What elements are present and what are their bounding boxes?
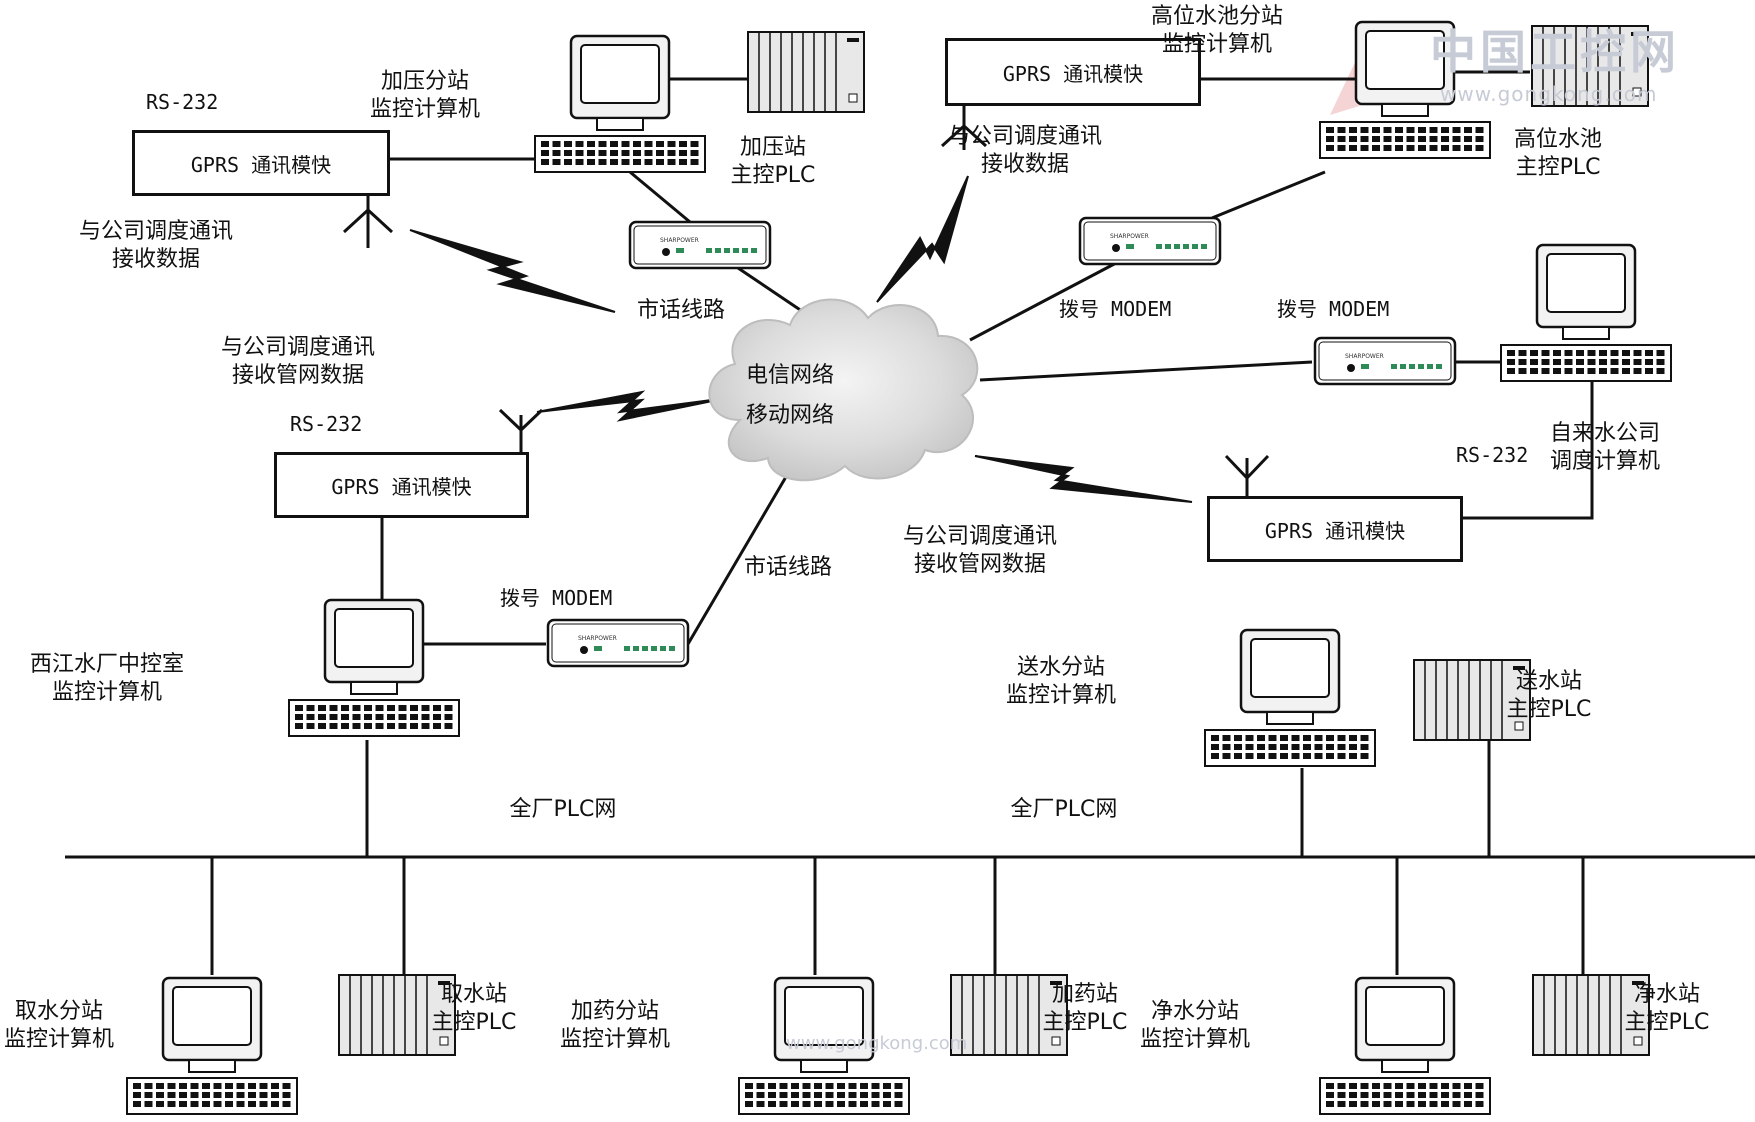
station-label-jiayao-pc: 加药分站监控计算机 [560, 999, 671, 1052]
station-label-jiaya-pc: 加压分站监控计算机 [370, 69, 481, 122]
connection-lines [65, 70, 1755, 975]
computer-xijiang-icon [288, 598, 460, 737]
lightning-icon [974, 455, 1193, 503]
station-label-songshui-pc: 送水分站监控计算机 [1006, 655, 1117, 708]
computer-qushui-icon [126, 976, 298, 1115]
gprs-module-mid-right: GPRS 通讯模快 [1207, 496, 1463, 562]
lightning-icon [876, 175, 969, 303]
svg-text:SHARPOWER: SHARPOWER [1345, 353, 1384, 360]
gprs-module-top-left: GPRS 通讯模快 [132, 130, 390, 196]
station-label-company: 自来水公司调度计算机 [1550, 421, 1661, 474]
gprs-note-top-right: 与公司调度通讯接收数据 [948, 124, 1103, 177]
cloud-label-telecom: 电信网络 [746, 363, 835, 388]
computer-gaowei-icon [1319, 20, 1491, 159]
rs232-label: RS-232 [146, 90, 219, 114]
station-label-gaowei-pc: 高位水池分站监控计算机 [1151, 4, 1284, 57]
modem-xijiang-icon: SHARPOWER [546, 618, 690, 668]
station-label-jiayao-plc: 加药站主控PLC [1042, 982, 1128, 1035]
station-label-qushui-plc: 取水站主控PLC [431, 982, 517, 1035]
antenna-icon [1224, 454, 1270, 497]
antennas [342, 104, 1270, 497]
watermark-brand: 中国工控网 [1430, 25, 1680, 79]
svg-text:SHARPOWER: SHARPOWER [660, 237, 699, 244]
gprs-note-mid-right: 与公司调度通讯接收管网数据 [903, 524, 1058, 577]
station-label-xijiang: 西江水厂中控室监控计算机 [30, 652, 185, 705]
station-label-jiaya-plc: 加压站主控PLC [730, 135, 816, 188]
watermark-url-center: www.gongkong.com [786, 1033, 968, 1054]
computer-company-icon [1500, 243, 1672, 382]
cloud-label-mobile: 移动网络 [746, 403, 835, 428]
network-cloud [708, 298, 979, 482]
antenna-icon [940, 104, 988, 150]
svg-text:SHARPOWER: SHARPOWER [578, 635, 617, 642]
computer-jingshui-icon [1319, 976, 1491, 1115]
modem-label-top-right: 拨号 MODEM [1059, 297, 1172, 321]
svg-text:SHARPOWER: SHARPOWER [1110, 233, 1149, 240]
phone-line-label-top: 市话线路 [637, 298, 726, 323]
plant-network-label-left: 全厂PLC网 [509, 797, 617, 822]
station-label-songshui-plc: 送水站主控PLC [1506, 669, 1592, 722]
modem-label-xijiang: 拨号 MODEM [500, 586, 613, 610]
plc-songshui-icon [1413, 659, 1531, 741]
gprs-module-top-right: GPRS 通讯模快 [945, 38, 1201, 106]
modem-gaowei-icon: SHARPOWER [1078, 216, 1222, 266]
antenna-icon [342, 196, 394, 248]
plant-network-label-right: 全厂PLC网 [1010, 797, 1118, 822]
rs232-label: RS-232 [1456, 443, 1529, 467]
gprs-note-top-left: 与公司调度通讯接收数据 [79, 219, 234, 272]
modem-label-company: 拨号 MODEM [1277, 297, 1390, 321]
station-label-jingshui-pc: 净水分站监控计算机 [1140, 999, 1251, 1052]
plc-gaowei-icon [1531, 25, 1649, 107]
plc-jingshui-icon [1532, 974, 1650, 1056]
rs232-label: RS-232 [290, 412, 363, 436]
plc-qushui-icon [338, 974, 456, 1056]
lightning-icon [536, 390, 728, 422]
gprs-module-mid-left: GPRS 通讯模快 [274, 452, 529, 518]
computer-songshui-icon [1204, 628, 1376, 767]
computer-jiayao-icon [738, 976, 910, 1115]
phone-line-label-bottom: 市话线路 [744, 555, 833, 580]
antenna-icon [498, 408, 544, 455]
modem-company-icon: SHARPOWER [1313, 336, 1457, 386]
plc-jiaya-icon [747, 31, 865, 113]
gprs-note-mid-left: 与公司调度通讯接收管网数据 [221, 335, 376, 388]
station-label-qushui-pc: 取水分站监控计算机 [4, 999, 115, 1052]
computer-jiaya-icon [534, 34, 706, 173]
station-label-jingshui-plc: 净水站主控PLC [1624, 982, 1710, 1035]
lightning-icon [409, 229, 616, 313]
station-label-gaowei-plc: 高位水池主控PLC [1514, 127, 1603, 180]
plc-jiayao-icon [950, 974, 1068, 1056]
watermark-url-top: www.gongkong.com [1440, 82, 1658, 106]
modem-jiaya-icon: SHARPOWER [628, 220, 772, 270]
wireless-links [409, 175, 1193, 503]
